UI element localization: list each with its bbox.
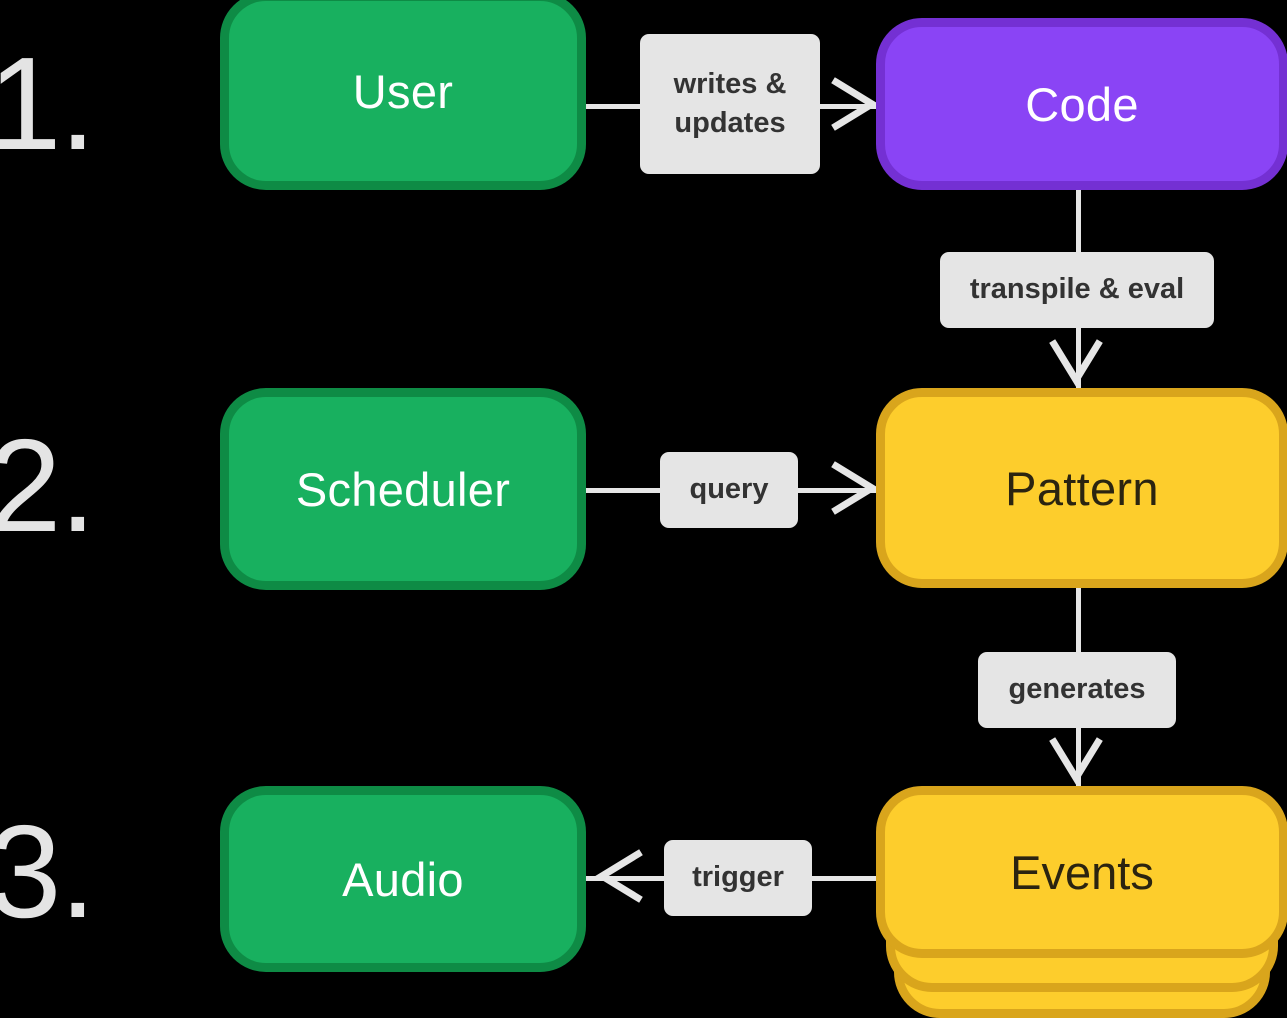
node-scheduler[interactable]: Scheduler	[220, 388, 586, 590]
node-events[interactable]: Events	[876, 786, 1287, 1018]
edge-label-transpile-eval: transpile & eval	[940, 252, 1214, 328]
edge-label-text: transpile & eval	[969, 273, 1185, 306]
arrow-down-icon	[1046, 336, 1106, 392]
arrow-left-icon	[590, 846, 646, 906]
node-user-label: User	[352, 64, 454, 118]
node-events-label: Events	[1010, 845, 1154, 899]
step-number-2: 2.	[0, 412, 96, 559]
node-audio-label: Audio	[342, 852, 464, 906]
arrow-right-icon	[828, 458, 884, 518]
node-pattern[interactable]: Pattern	[876, 388, 1287, 588]
node-audio[interactable]: Audio	[220, 786, 586, 972]
node-code[interactable]: Code	[876, 18, 1287, 190]
edge-label-trigger: trigger	[664, 840, 812, 916]
node-pattern-label: Pattern	[1005, 461, 1159, 515]
node-user[interactable]: User	[220, 0, 586, 190]
edge-label-text: trigger	[692, 861, 784, 894]
edge-label-query: query	[660, 452, 798, 528]
step-number-3: 3.	[0, 798, 96, 945]
events-stack-layer-front: Events	[876, 786, 1287, 958]
edge-label-line-2: updates	[674, 107, 786, 139]
step-number-1: 1.	[0, 30, 96, 177]
edge-label-generates: generates	[978, 652, 1176, 728]
edge-label-text: query	[689, 473, 769, 506]
arrow-right-icon	[828, 74, 884, 134]
edge-label-line-1: writes &	[673, 67, 787, 100]
arrow-down-icon	[1046, 734, 1106, 790]
node-code-label: Code	[1025, 77, 1139, 131]
node-scheduler-label: Scheduler	[295, 462, 511, 516]
edge-label-text: generates	[1008, 673, 1146, 706]
edge-label-writes-updates: writes & updates	[640, 34, 820, 174]
